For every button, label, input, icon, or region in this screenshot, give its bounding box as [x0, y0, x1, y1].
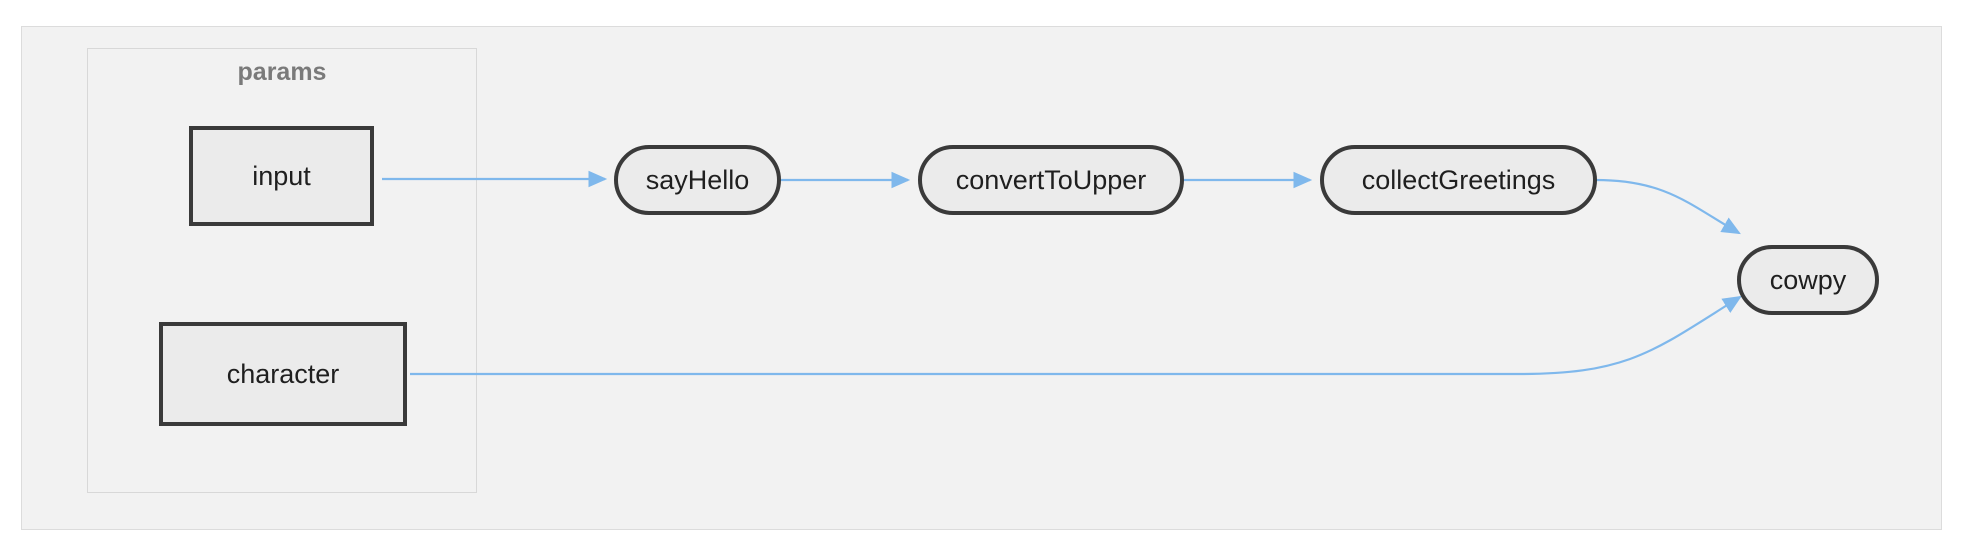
node-sayHello-label: sayHello	[645, 164, 750, 195]
subgraph-params-title: params	[237, 58, 327, 86]
node-character[interactable]: character	[159, 322, 407, 426]
node-sayHello[interactable]: sayHello	[614, 145, 781, 215]
node-convertToUpper[interactable]: convertToUpper	[918, 145, 1184, 215]
node-convertToUpper-label: convertToUpper	[955, 164, 1147, 195]
node-character-label: character	[226, 358, 340, 389]
node-cowpy-label: cowpy	[1769, 264, 1847, 295]
subgraph-params[interactable]	[87, 48, 477, 493]
node-cowpy[interactable]: cowpy	[1737, 245, 1879, 315]
node-input-label: input	[252, 160, 311, 191]
node-collectGreetings-label: collectGreetings	[1361, 164, 1556, 195]
node-input[interactable]: input	[189, 126, 374, 226]
node-collectGreetings[interactable]: collectGreetings	[1320, 145, 1597, 215]
